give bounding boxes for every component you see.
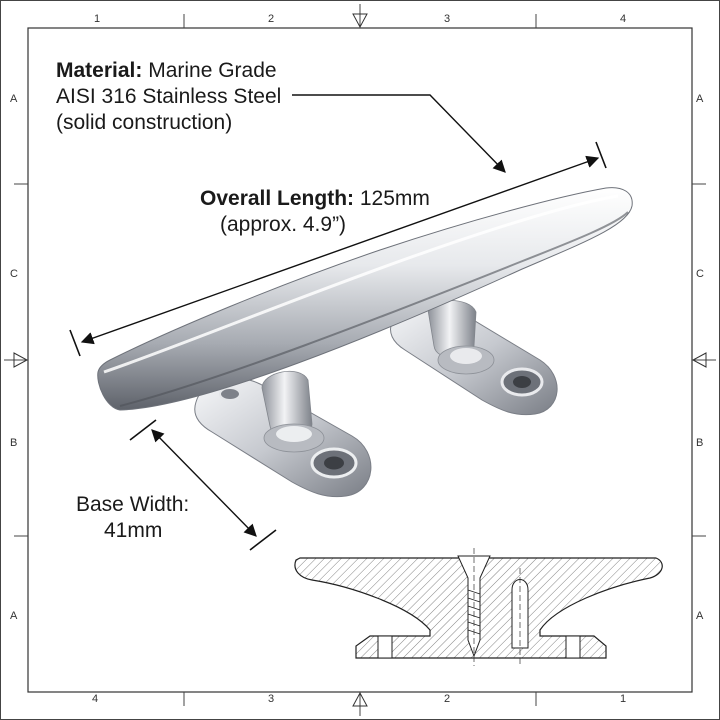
front-small-hole	[219, 387, 241, 401]
zone-left-1: A	[10, 93, 18, 105]
zone-top-4: 4	[620, 13, 627, 25]
material-line1: Marine Grade	[148, 59, 277, 82]
zone-right-2: C	[696, 268, 704, 280]
overall-length-arrow	[80, 155, 600, 345]
zone-top-1: 1	[94, 13, 101, 25]
base-line1: Base Width:	[76, 493, 190, 516]
dimension-lines	[69, 94, 607, 551]
zone-top-3: 3	[444, 13, 451, 25]
length-value: 125mm	[359, 187, 430, 210]
material-annotation: Material: Marine Grade AISI 316 Stainles…	[56, 58, 281, 136]
base-annotation: Base Width: 41mm	[76, 492, 189, 544]
length-label: Overall Length:	[200, 187, 355, 210]
zone-bottom-2: 3	[268, 693, 275, 705]
base-line2: 41mm	[104, 519, 163, 542]
zone-left-3: B	[10, 437, 18, 449]
base-width-arrow	[151, 429, 257, 537]
material-label: Material:	[56, 59, 143, 82]
length-annotation: Overall Length: 125mm (approx. 4.9”)	[200, 186, 430, 238]
zone-left-4: A	[10, 610, 18, 622]
material-line3: (solid construction)	[56, 111, 233, 134]
zone-right-4: A	[696, 610, 704, 622]
zone-right-3: B	[696, 437, 704, 449]
zone-bottom-4: 1	[620, 693, 627, 705]
zone-right-1: A	[696, 93, 704, 105]
cleat-cross-section	[294, 548, 663, 666]
zone-top-2: 2	[268, 13, 275, 25]
zone-bottom-1: 4	[92, 693, 99, 705]
zone-bottom-3: 2	[444, 693, 451, 705]
length-approx: (approx. 4.9”)	[220, 213, 347, 236]
material-line2: AISI 316 Stainless Steel	[56, 85, 282, 108]
material-leader	[292, 94, 506, 173]
zone-left-2: C	[10, 268, 18, 280]
